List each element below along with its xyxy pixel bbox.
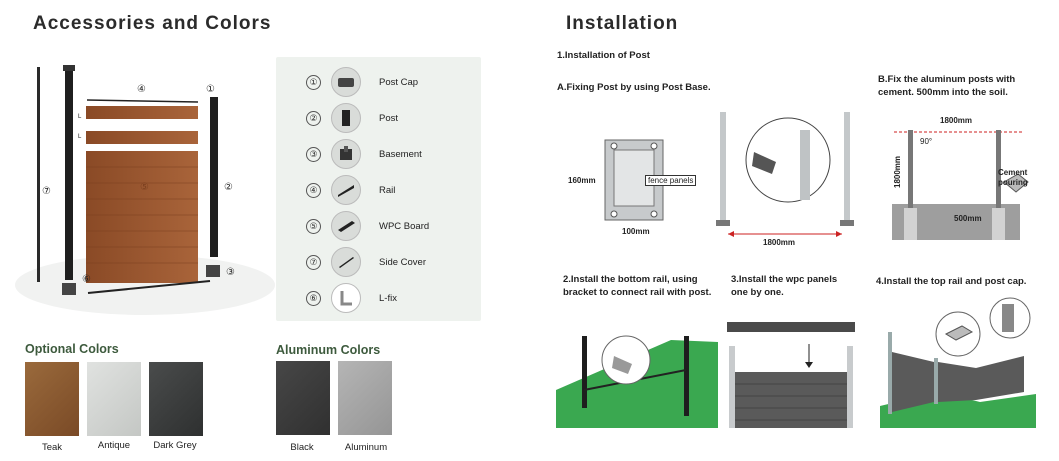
left-post-part bbox=[65, 70, 73, 280]
aluminum-swatch bbox=[338, 361, 392, 435]
accessory-list: ① Post Cap ② Post ③ Basement ④ Rail ⑤ WP… bbox=[306, 64, 429, 316]
fence-exploded-diagram bbox=[15, 65, 275, 315]
accessory-item: ⑦ Side Cover bbox=[306, 244, 429, 280]
dim-1800c: 1800mm bbox=[893, 155, 902, 188]
teak-swatch bbox=[25, 362, 79, 436]
antique-label: Antique bbox=[97, 440, 131, 451]
aluminum-colors-title: Aluminum Colors bbox=[276, 343, 381, 357]
callout-postcap: ① bbox=[206, 84, 215, 95]
antique-swatch bbox=[87, 362, 141, 436]
cement-label: Cement pouring bbox=[998, 168, 1028, 187]
callout-sidecover: ⑦ bbox=[42, 186, 51, 197]
dark-grey-label: Dark Grey bbox=[153, 440, 197, 451]
basement-icon bbox=[331, 139, 361, 169]
dim-160: 160mm bbox=[568, 176, 596, 185]
callout-rail: ④ bbox=[137, 84, 146, 95]
accessory-item: ① Post Cap bbox=[306, 64, 429, 100]
step3-title: 3.Install the wpc panels one by one. bbox=[731, 274, 838, 298]
black-swatch bbox=[276, 361, 330, 435]
callout-post: ② bbox=[224, 182, 233, 193]
accessory-item: ④ Rail bbox=[306, 172, 429, 208]
step-a-title: A.Fixing Post by using Post Base. bbox=[557, 82, 711, 93]
callout-basement: ③ bbox=[226, 267, 235, 278]
aluminum-label: Aluminum bbox=[344, 442, 388, 453]
rail-icon bbox=[331, 175, 361, 205]
accessory-item: ③ Basement bbox=[306, 136, 429, 172]
black-label: Black bbox=[290, 442, 314, 453]
step3-drawing bbox=[727, 322, 855, 428]
accessories-title: Accessories and Colors bbox=[33, 13, 272, 34]
l-fix-icon bbox=[331, 283, 361, 313]
callout-wpc: ⑤ bbox=[140, 182, 149, 193]
fence-panels-label: fence panels bbox=[645, 175, 697, 186]
wpc-board-icon bbox=[331, 211, 361, 241]
dim-500: 500mm bbox=[954, 214, 982, 223]
callout-lfix: ⑥ bbox=[82, 274, 91, 285]
posts-with-base-drawing bbox=[716, 112, 854, 237]
step2-title: 2.Install the bottom rail, using bracket… bbox=[563, 274, 712, 298]
accessory-item: ② Post bbox=[306, 100, 429, 136]
step2-drawing bbox=[556, 335, 718, 428]
accessory-item: ⑤ WPC Board bbox=[306, 208, 429, 244]
step4-title: 4.Install the top rail and post cap. bbox=[876, 276, 1027, 287]
installation-title: Installation bbox=[566, 13, 679, 34]
dim-100: 100mm bbox=[622, 227, 650, 236]
dim-1800b: 1800mm bbox=[940, 116, 973, 125]
optional-colors-title: Optional Colors bbox=[25, 342, 119, 356]
callout-l1: L bbox=[78, 114, 82, 120]
side-cover-icon bbox=[331, 247, 361, 277]
teak-label: Teak bbox=[41, 442, 63, 453]
step-b-title: B.Fix the aluminum posts with cement. 50… bbox=[878, 74, 1016, 98]
wpc-board-part bbox=[86, 151, 198, 283]
accessory-item: ⑥ L-fix bbox=[306, 280, 429, 316]
cement-drawing bbox=[892, 130, 1029, 240]
angle-label: 90° bbox=[920, 137, 933, 146]
callout-l2: L bbox=[78, 134, 82, 140]
section1-title: 1.Installation of Post bbox=[557, 50, 650, 61]
accessory-number: ① bbox=[306, 74, 321, 90]
post-cap-icon bbox=[331, 67, 361, 97]
side-cover-part bbox=[37, 67, 40, 282]
dim-1800a: 1800mm bbox=[763, 238, 796, 247]
right-post-part bbox=[210, 97, 218, 257]
post-icon bbox=[331, 103, 361, 133]
dark-grey-swatch bbox=[149, 362, 203, 436]
step4-drawing bbox=[880, 297, 1036, 428]
